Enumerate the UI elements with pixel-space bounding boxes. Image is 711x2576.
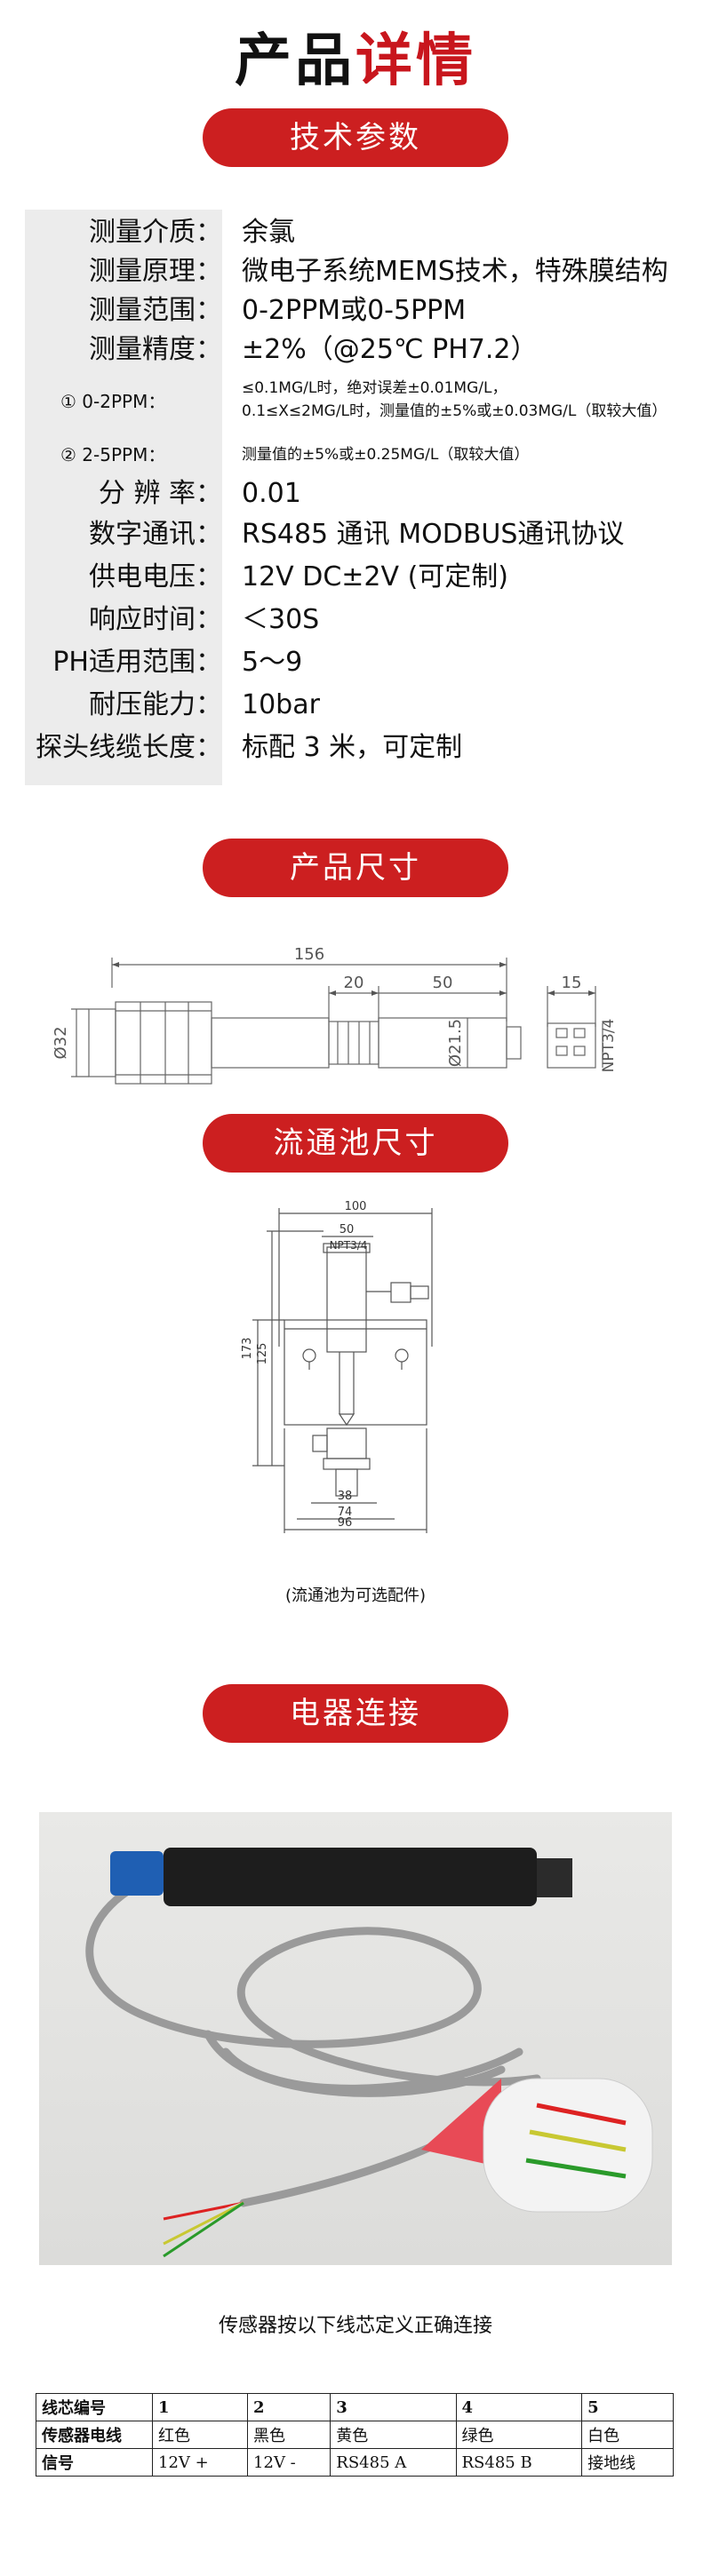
table-cell: 黑色 bbox=[247, 2421, 332, 2449]
table-cell: 黄色 bbox=[330, 2421, 457, 2449]
table-cell: 5 bbox=[581, 2393, 674, 2421]
spec-row: 供电电压： 12V DC±2V (可定制) bbox=[0, 558, 711, 597]
spec-row: 测量原理： 微电子系统MEMS技术，特殊膜结构 bbox=[0, 252, 711, 291]
spec-row: 测量精度： ±2%（@25℃ PH7.2） bbox=[0, 330, 711, 370]
flow-dim-npt: NPT3/4 bbox=[330, 1239, 368, 1252]
title-part2: 详情 bbox=[356, 28, 476, 94]
dim-15: 15 bbox=[562, 974, 582, 992]
sensor-illustration bbox=[85, 1848, 653, 2258]
spec-label-column bbox=[25, 210, 222, 785]
section-header-elec: 电器连接 bbox=[203, 1684, 508, 1743]
spec-row: 测量介质： 余氯 bbox=[0, 213, 711, 252]
spec-label: 测量范围： bbox=[89, 295, 222, 326]
table-cell: 白色 bbox=[581, 2421, 674, 2449]
spec-label: ② 2-5PPM： bbox=[60, 444, 166, 465]
spec-label: 分 辨 率： bbox=[98, 478, 222, 509]
spec-value: 0.01 bbox=[242, 478, 301, 509]
spec-value: 0-2PPM或0-5PPM bbox=[242, 295, 467, 326]
dim-phi21-5: Ø21.5 bbox=[446, 1019, 465, 1067]
flow-dim-173: 173 bbox=[241, 1338, 254, 1360]
spec-value: ±2%（@25℃ PH7.2） bbox=[242, 334, 538, 365]
spec-label: 供电电压： bbox=[89, 561, 222, 592]
spec-row: ② 2-5PPM： 测量值的±5%或±0.25MG/L（取较大值） bbox=[0, 435, 711, 474]
table-cell: 红色 bbox=[151, 2421, 249, 2449]
table-cell: 2 bbox=[247, 2393, 332, 2421]
flow-dim-96: 96 bbox=[338, 1516, 353, 1530]
table-cell: 信号 bbox=[36, 2448, 153, 2477]
dim-phi32: Ø32 bbox=[52, 1026, 70, 1059]
spec-row: 探头线缆长度： 标配 3 米，可定制 bbox=[0, 728, 711, 767]
spec-row: 数字通讯： RS485 通讯 MODBUS通讯协议 bbox=[0, 515, 711, 554]
flow-dim-100: 100 bbox=[345, 1200, 367, 1213]
spec-value: 标配 3 米，可定制 bbox=[242, 732, 463, 763]
flow-dim-125: 125 bbox=[256, 1343, 269, 1365]
spec-value: 12V DC±2V (可定制) bbox=[242, 561, 508, 592]
table-cell: 3 bbox=[330, 2393, 457, 2421]
spec-label: 测量原理： bbox=[89, 256, 222, 287]
dim-20: 20 bbox=[344, 974, 364, 992]
table-cell: 线芯编号 bbox=[36, 2393, 153, 2421]
product-dimension-drawing: 156 20 50 15 Ø32 Ø21.5 NPT3/4 bbox=[52, 945, 618, 1085]
spec-label: 数字通讯： bbox=[89, 519, 222, 550]
spec-row: 测量范围： 0-2PPM或0-5PPM bbox=[0, 291, 711, 330]
table-cell: RS485 A bbox=[330, 2448, 457, 2477]
photo-caption: 传感器按以下线芯定义正确连接 bbox=[218, 2315, 492, 2337]
spec-label: 测量精度： bbox=[89, 334, 222, 365]
spec-row: 分 辨 率： 0.01 bbox=[0, 474, 711, 513]
flow-dim-38: 38 bbox=[338, 1490, 353, 1503]
flow-dim-50: 50 bbox=[340, 1223, 355, 1236]
spec-value-line2: 0.1≤X≤2MG/L时，测量值的±5%或±0.03MG/L（取较大值） bbox=[242, 402, 667, 420]
spec-value: 余氯 bbox=[242, 217, 295, 248]
flow-cell-dimension-drawing: 100 50 NPT3/4 125 173 38 74 96 bbox=[241, 1200, 433, 1533]
spec-value: 10bar bbox=[242, 689, 320, 720]
spec-row: ① 0-2PPM： ≤0.1MG/L时，绝对误差±0.01MG/L， 0.1≤X… bbox=[0, 377, 711, 426]
page-title: 产品详情 bbox=[0, 21, 711, 101]
section-header-tech: 技术参数 bbox=[203, 108, 508, 167]
table-cell: RS485 B bbox=[455, 2448, 583, 2477]
spec-row: PH适用范围： 5～9 bbox=[0, 643, 711, 682]
spec-value: RS485 通讯 MODBUS通讯协议 bbox=[242, 519, 625, 550]
title-part1: 产品 bbox=[235, 28, 356, 94]
dim-156: 156 bbox=[294, 945, 324, 964]
table-cell: 4 bbox=[455, 2393, 583, 2421]
table-cell: 1 bbox=[151, 2393, 249, 2421]
dim-npt: NPT3/4 bbox=[600, 1019, 618, 1073]
spec-value: ≤0.1MG/L时，绝对误差±0.01MG/L， bbox=[242, 379, 507, 397]
dim-50: 50 bbox=[433, 974, 453, 992]
spec-label: PH适用范围： bbox=[52, 647, 222, 678]
table-row: 信号 12V + 12V - RS485 A RS485 B 接地线 bbox=[36, 2448, 674, 2477]
spec-row: 耐压能力： 10bar bbox=[0, 686, 711, 725]
spec-value: ＜30S bbox=[242, 604, 320, 635]
spec-label: 探头线缆长度： bbox=[36, 732, 222, 763]
wire-definition-table: 线芯编号 1 2 3 4 5 传感器电线 红色 黑色 黄色 绿色 白色 信号 1… bbox=[36, 2393, 674, 2477]
spec-value: 5～9 bbox=[242, 647, 303, 678]
table-cell: 绿色 bbox=[455, 2421, 583, 2449]
table-row: 线芯编号 1 2 3 4 5 bbox=[36, 2393, 674, 2421]
spec-row: 响应时间： ＜30S bbox=[0, 600, 711, 640]
table-row: 传感器电线 红色 黑色 黄色 绿色 白色 bbox=[36, 2421, 674, 2449]
section-header-size: 产品尺寸 bbox=[203, 839, 508, 897]
spec-value: 微电子系统MEMS技术，特殊膜结构 bbox=[242, 256, 668, 287]
sensor-photo bbox=[39, 1812, 672, 2265]
spec-label: 响应时间： bbox=[89, 604, 222, 635]
section-header-flow: 流通池尺寸 bbox=[203, 1114, 508, 1173]
table-cell: 接地线 bbox=[581, 2448, 674, 2477]
table-cell: 12V + bbox=[151, 2448, 249, 2477]
spec-label: 耐压能力： bbox=[89, 689, 222, 720]
table-cell: 传感器电线 bbox=[36, 2421, 153, 2449]
table-cell: 12V - bbox=[247, 2448, 332, 2477]
spec-value: 测量值的±5%或±0.25MG/L（取较大值） bbox=[242, 446, 530, 464]
flow-cell-caption: (流通池为可选配件) bbox=[284, 1586, 427, 1605]
spec-label: 测量介质： bbox=[89, 217, 222, 248]
spec-label: ① 0-2PPM： bbox=[60, 391, 166, 412]
flow-dim-74: 74 bbox=[338, 1506, 353, 1519]
